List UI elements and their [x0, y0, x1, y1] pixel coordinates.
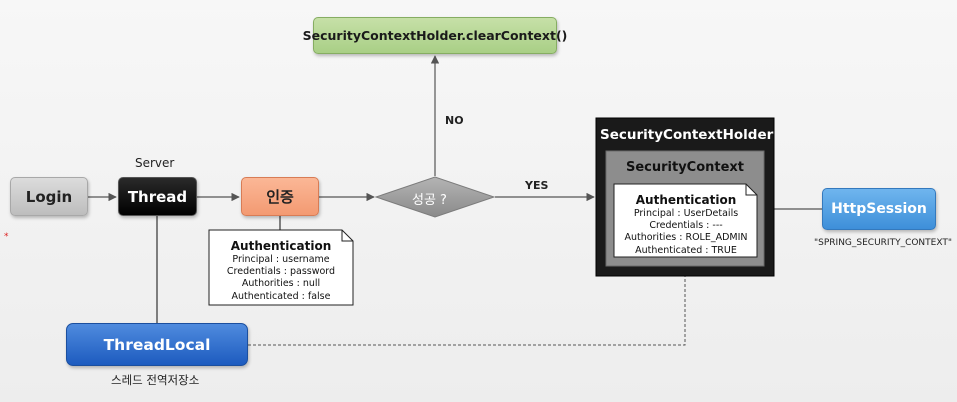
edge-no-label: NO — [445, 114, 464, 127]
thread-local-box: ThreadLocal — [66, 323, 248, 366]
auth-before-text: Authentication Principal : username Cred… — [209, 238, 353, 303]
edge-threadlocal-context — [248, 269, 689, 346]
auth-after-authorities: Authorities : ROLE_ADMIN — [624, 232, 748, 244]
login-box: Login — [10, 177, 88, 216]
auth-after-credentials: Credentials : --- — [649, 220, 723, 232]
authentication-box: 인증 — [241, 177, 319, 216]
auth-after-text: Authentication Principal : UserDetails C… — [614, 192, 758, 257]
auth-before-title: Authentication — [230, 239, 332, 253]
auth-after-principal: Principal : UserDetails — [633, 208, 739, 219]
decision-diamond — [374, 176, 496, 218]
auth-after-authenticated: Authenticated : TRUE — [635, 244, 737, 256]
stray-mark: * — [4, 232, 9, 242]
http-session-box: HttpSession — [822, 188, 936, 230]
session-key-label: "SPRING_SECURITY_CONTEXT" — [814, 238, 952, 248]
auth-before-authenticated: Authenticated : false — [231, 290, 331, 302]
auth-document-before — [208, 229, 354, 306]
thread-box: Thread — [118, 177, 197, 216]
thread-local-caption: 스레드 전역저장소 — [111, 373, 200, 387]
auth-before-credentials: Credentials : password — [226, 266, 336, 278]
context-title: SecurityContext — [625, 160, 745, 175]
server-label: Server — [135, 156, 175, 170]
decision-label: 성공 ? — [412, 193, 447, 208]
auth-document-after — [613, 183, 758, 258]
auth-before-principal: Principal : username — [232, 254, 330, 265]
edge-yes-label: YES — [525, 179, 549, 192]
auth-after-title: Authentication — [635, 193, 737, 207]
clear-context-box: SecurityContextHolder.clearContext() — [303, 17, 567, 54]
auth-before-authorities: Authorities : null — [241, 278, 321, 290]
holder-title: SecurityContextHolder — [600, 127, 774, 143]
